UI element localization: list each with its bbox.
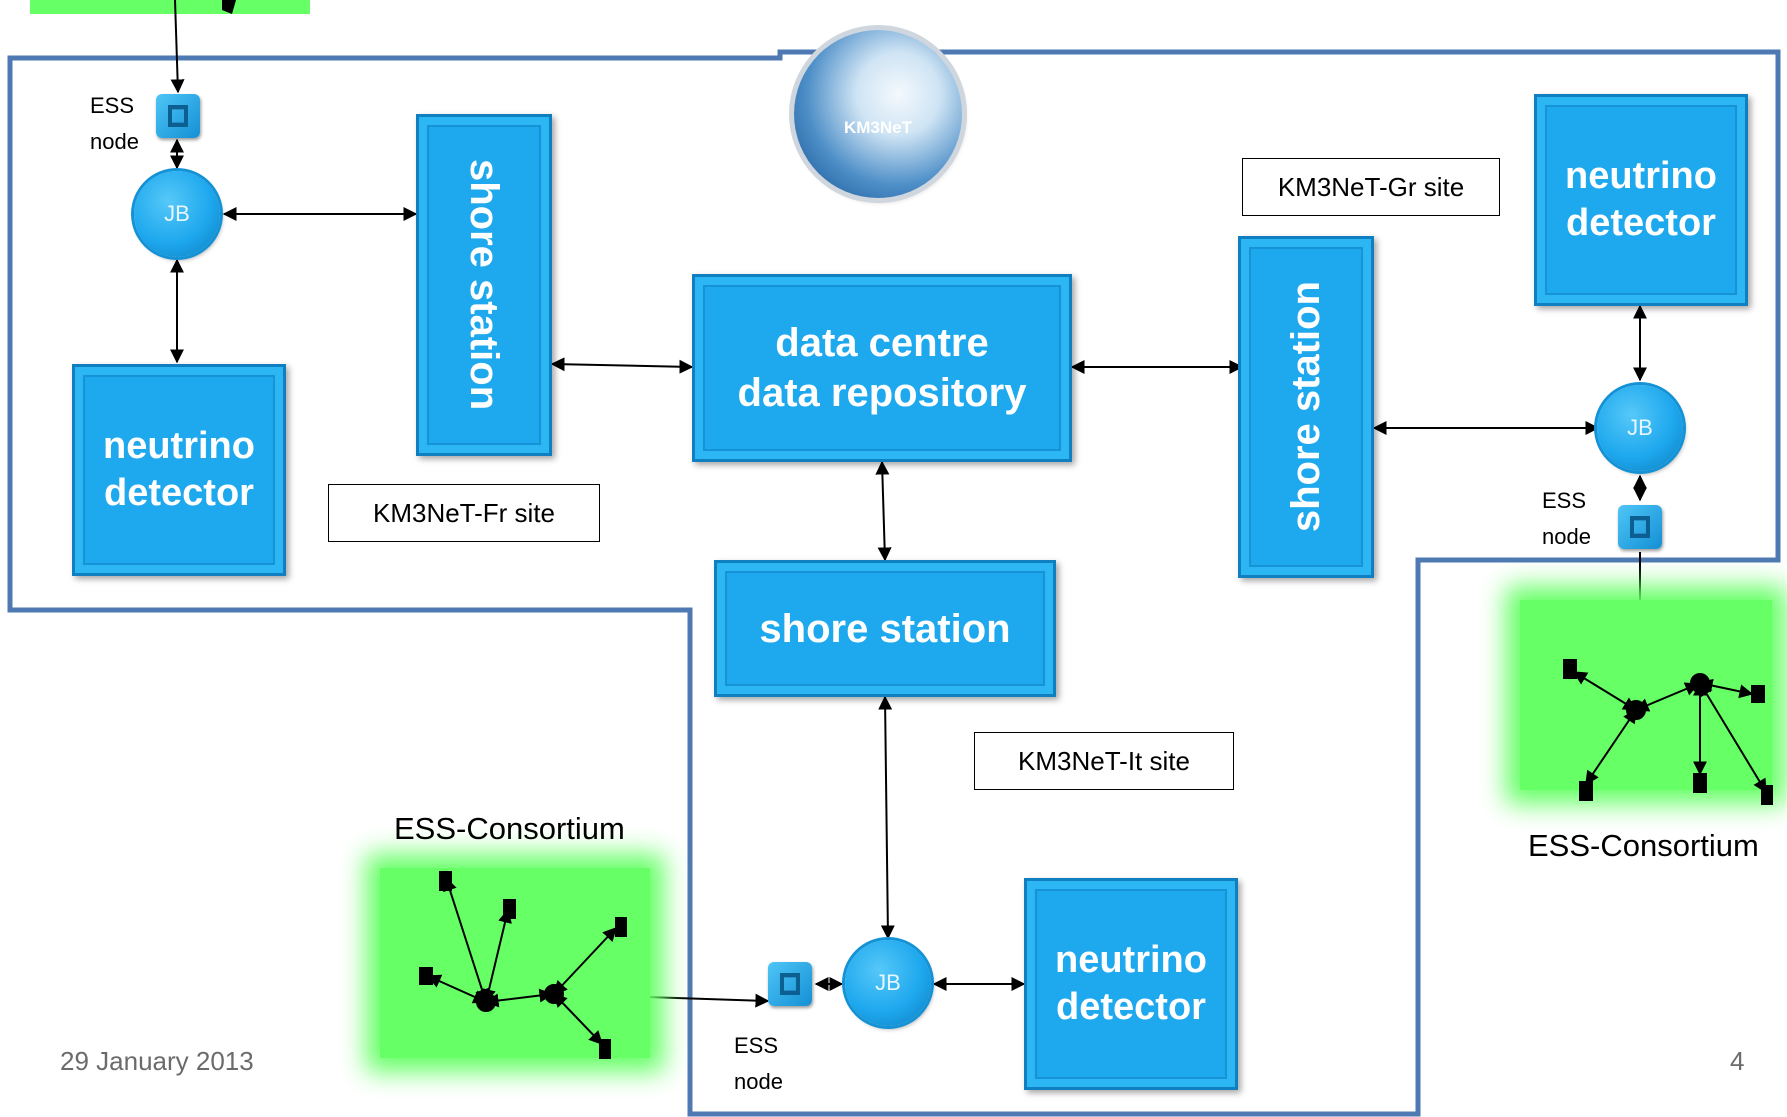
- fr-gr-site-region: [7, 49, 1781, 1117]
- neutrino-detector-fr: neutrino detector: [72, 364, 286, 576]
- neutrino-detector-fr-label: neutrino detector: [103, 424, 255, 515]
- site-label-it-text: KM3NeT-It site: [1018, 745, 1190, 776]
- jb-fr-label: JB: [164, 201, 190, 226]
- jb-gr-label: JB: [1627, 415, 1653, 440]
- footer-date: 29 January 2013: [60, 1046, 254, 1076]
- arrow-shore-fr-centre: [550, 357, 694, 374]
- neutrino-detector-it-label: neutrino detector: [1055, 938, 1207, 1029]
- site-label-gr: KM3NeT-Gr site: [1242, 158, 1500, 216]
- site-label-it: KM3NeT-It site: [974, 732, 1234, 790]
- site-label-fr: KM3NeT-Fr site: [328, 484, 600, 542]
- shore-station-fr-label: shore station: [462, 159, 506, 411]
- ess-node-it-label: ESS node: [734, 1028, 783, 1100]
- ess-node-gr-line2: node: [1542, 524, 1591, 549]
- jb-it-label: JB: [875, 970, 901, 995]
- data-centre-box: data centre data repository: [692, 274, 1072, 462]
- km3net-logo: KM3NeT: [794, 30, 962, 198]
- ess-node-gr-label: ESS node: [1542, 483, 1591, 555]
- arrow-top-feed: [170, 0, 185, 94]
- ess-node-gr-line1: ESS: [1542, 488, 1587, 513]
- ess-node-fr-icon: [156, 94, 200, 138]
- ess-consortium-label-it: ESS-Consortium: [394, 811, 625, 846]
- shore-station-gr: shore station: [1238, 236, 1374, 578]
- site-label-fr-text: KM3NeT-Fr site: [372, 497, 556, 528]
- top-consortium-tip: [222, 0, 236, 14]
- site-label-gr-text: KM3NeT-Gr site: [1277, 171, 1465, 202]
- arrow-shore-it-jb: [878, 695, 895, 940]
- shore-station-fr: shore station: [416, 114, 552, 456]
- logo-text: KM3NeT: [843, 118, 912, 137]
- neutrino-detector-it: neutrino detector: [1024, 878, 1238, 1090]
- shore-station-it-label: shore station: [759, 606, 1011, 651]
- ess-node-it-line2: node: [734, 1069, 783, 1094]
- footer-page-number: 4: [1730, 1046, 1745, 1076]
- arrow-centre-shore-it: [875, 460, 892, 562]
- jb-gr: JB: [1597, 385, 1683, 471]
- neutrino-detector-gr: neutrino detector: [1534, 94, 1748, 306]
- ess-node-gr-icon: [1618, 505, 1662, 549]
- data-centre-label: data centre data repository: [737, 321, 1027, 415]
- ess-node-fr-line1: ESS: [90, 93, 135, 118]
- ess-node-fr-label: ESS node: [90, 88, 139, 160]
- consortium-area-top: [30, 0, 310, 14]
- jb-it: JB: [845, 940, 931, 1026]
- ess-node-fr-line2: node: [90, 129, 139, 154]
- jb-fr: JB: [134, 171, 220, 257]
- ess-node-it-line1: ESS: [734, 1033, 779, 1058]
- shore-station-it: shore station: [714, 560, 1056, 697]
- neutrino-detector-gr-label: neutrino detector: [1565, 154, 1717, 245]
- ess-consortium-label-gr: ESS-Consortium: [1528, 828, 1759, 863]
- ess-node-it-icon: [768, 962, 812, 1006]
